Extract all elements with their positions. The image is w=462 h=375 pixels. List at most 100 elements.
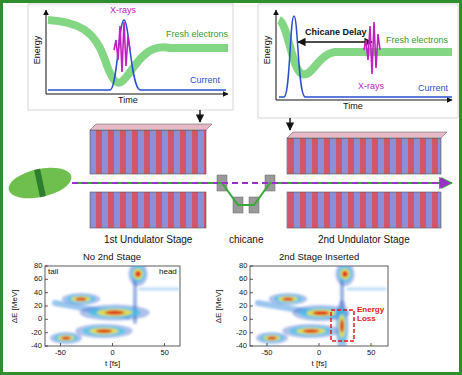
connector <box>212 182 213 184</box>
axis-title: t [fs] <box>105 360 120 369</box>
tick-mark <box>45 332 48 333</box>
data-cluster <box>278 296 297 301</box>
tick-mark <box>45 279 48 280</box>
delay-arrow <box>298 41 372 42</box>
tick-mark <box>45 292 48 293</box>
inset-frame <box>28 4 233 110</box>
data-cluster <box>338 266 352 282</box>
data-cluster <box>297 328 326 334</box>
tick-mark <box>250 319 253 320</box>
tick-label: 40 <box>239 289 247 297</box>
undulator-top <box>287 132 447 138</box>
tick-mark <box>250 306 253 307</box>
node-text: Time <box>118 96 138 106</box>
data-cluster <box>67 295 96 303</box>
tick-mark <box>112 343 113 346</box>
data-cluster <box>88 307 141 318</box>
axis-title: t [fs] <box>312 360 327 369</box>
node-text: No 2nd Stage <box>83 252 141 262</box>
inset-plot: EnergyChicane DelayTimeFresh electronsX-… <box>258 4 458 118</box>
scatter-plot <box>45 262 180 346</box>
inset-plot <box>258 4 458 118</box>
plot-frame <box>45 266 180 346</box>
node-text: Chicane Delay <box>305 28 367 38</box>
data-cluster <box>340 320 344 333</box>
inset-plot: EnergyTime X-raysFresh electronsCurrent <box>28 4 233 110</box>
data-cluster <box>269 293 307 305</box>
tick-label: 80 <box>34 262 42 270</box>
tick-label: 50 <box>367 349 375 357</box>
data-cluster <box>313 311 329 315</box>
tick-label: 60 <box>239 275 247 283</box>
inset-plot <box>28 4 233 110</box>
tick-marks <box>45 266 165 346</box>
data-cluster <box>105 311 125 315</box>
data-cluster <box>260 334 284 342</box>
tick-mark <box>45 306 48 307</box>
electron-path <box>213 183 279 205</box>
connector <box>199 110 200 122</box>
undulator-jaw <box>90 192 206 228</box>
axis-title: ΔE [MeV] <box>215 289 224 323</box>
node-text: 1st Undulator Stage <box>104 234 192 245</box>
data-cluster <box>58 335 74 340</box>
data-cluster <box>303 329 319 333</box>
data-cluster <box>54 334 78 342</box>
node-text: Current <box>190 76 220 86</box>
data-cluster <box>90 328 119 334</box>
tick-marks <box>250 266 371 346</box>
undulator-jaw <box>287 192 441 228</box>
undulator-jaw <box>90 130 206 174</box>
axis <box>46 10 47 94</box>
tick-label: 0 <box>317 349 321 357</box>
data-cluster <box>97 309 132 316</box>
bunch-slice <box>34 169 46 198</box>
tick-label: 0 <box>243 315 247 323</box>
data-cluster <box>335 266 354 286</box>
tick-mark <box>250 266 253 267</box>
connector <box>279 182 281 184</box>
data-cluster <box>96 329 112 333</box>
data-cluster <box>50 332 82 344</box>
electron-band <box>48 20 228 83</box>
data-cluster <box>274 295 303 303</box>
node-text: Energy <box>263 36 273 65</box>
data-cluster <box>62 293 100 305</box>
tick-mark <box>267 343 268 346</box>
tick-mark <box>371 343 372 346</box>
data-cluster <box>337 308 347 344</box>
data-cluster <box>256 332 288 344</box>
electron-bunch <box>6 163 74 204</box>
node-text: X-rays <box>110 6 136 16</box>
node-text: 2nd Stage Inserted <box>279 252 359 262</box>
node-text: Current <box>418 84 448 94</box>
annotation: Energy Loss <box>357 306 391 324</box>
annotation: tail <box>48 268 58 277</box>
chicane-magnets: chicane <box>213 160 279 248</box>
tick-mark <box>45 346 48 347</box>
data-streak <box>348 288 385 291</box>
data-cluster <box>128 266 147 286</box>
tick-mark <box>164 343 165 346</box>
tick-mark <box>250 279 253 280</box>
tick-label: 0 <box>38 315 42 323</box>
node-text: Energy <box>33 36 43 65</box>
highlight-box <box>331 310 354 341</box>
node-text: X-rays <box>358 82 384 92</box>
undulator-stage: 1st Undulator Stage <box>84 122 212 248</box>
data-cluster <box>336 300 349 346</box>
node-text: Fresh electrons <box>166 30 228 40</box>
scatter-data <box>50 266 178 344</box>
tick-mark <box>250 332 253 333</box>
tick-mark <box>45 319 48 320</box>
data-cluster <box>133 269 143 280</box>
axis-title: ΔE [MeV] <box>11 289 20 323</box>
data-cluster <box>75 324 133 338</box>
data-cluster <box>342 271 347 277</box>
data-cluster <box>71 296 90 301</box>
node-text: 2nd Undulator Stage <box>318 234 410 245</box>
axis <box>46 94 228 95</box>
tick-label: 20 <box>239 302 247 310</box>
tick-label: -40 <box>31 342 42 350</box>
